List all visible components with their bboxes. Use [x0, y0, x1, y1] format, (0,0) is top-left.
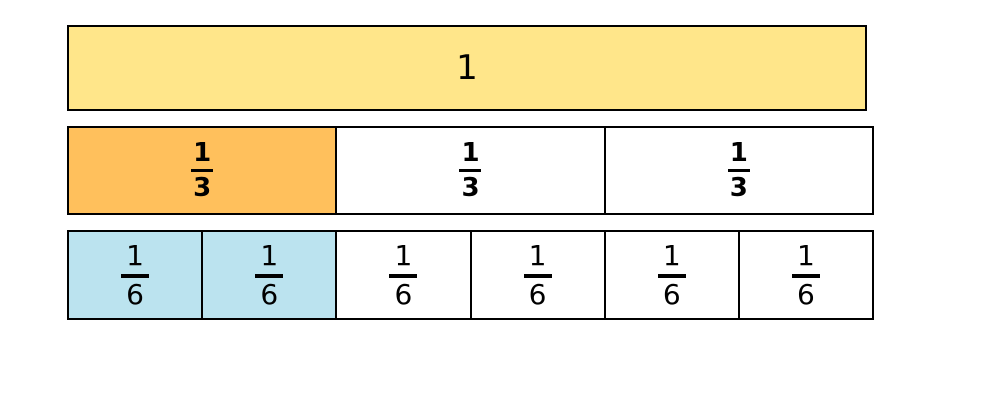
fraction-denominator: 6 — [394, 277, 413, 311]
fraction-denominator: 3 — [729, 173, 748, 203]
fraction-bar — [523, 273, 552, 278]
whole-label: 1 — [456, 48, 478, 88]
third-cell: 1 3 — [69, 128, 336, 213]
third-cell: 1 3 — [603, 128, 872, 213]
sixth-cell: 1 6 — [603, 232, 738, 318]
fraction-numerator: 1 — [797, 238, 815, 272]
fraction-one-third: 1 3 — [459, 138, 482, 203]
fraction-one-sixth: 1 6 — [389, 238, 418, 311]
fraction-numerator: 1 — [662, 238, 681, 272]
sixth-cell: 1 6 — [737, 232, 872, 318]
fraction-bar — [255, 273, 284, 278]
thirds-bar: 1 3 1 3 1 3 — [67, 126, 874, 215]
sixth-cell: 1 6 — [201, 232, 336, 318]
third-cell: 1 3 — [335, 128, 603, 213]
fraction-numerator: 1 — [193, 138, 212, 168]
fraction-bar — [121, 273, 150, 278]
fraction-denominator: 3 — [193, 173, 212, 203]
fraction-bar — [389, 273, 418, 278]
fraction-numerator: 1 — [461, 138, 480, 168]
fraction-one-sixth: 1 6 — [523, 238, 552, 311]
fraction-denominator: 6 — [662, 277, 681, 311]
fraction-one-third: 1 3 — [727, 138, 750, 203]
whole-cell: 1 — [69, 27, 865, 109]
whole-bar: 1 — [67, 25, 867, 111]
sixths-bar: 1 6 1 6 1 6 1 6 1 6 1 — [67, 230, 874, 320]
fraction-bar — [791, 273, 820, 278]
fraction-one-third: 1 3 — [191, 138, 214, 203]
fraction-numerator: 1 — [528, 238, 547, 272]
fraction-denominator: 6 — [260, 277, 279, 311]
sixth-cell: 1 6 — [335, 232, 469, 318]
fraction-numerator: 1 — [729, 138, 748, 168]
fraction-numerator: 1 — [260, 238, 279, 272]
fraction-bar — [727, 169, 750, 172]
fraction-numerator: 1 — [394, 238, 413, 272]
fraction-denominator: 6 — [797, 277, 815, 311]
fraction-one-sixth: 1 6 — [791, 238, 820, 311]
fraction-one-sixth: 1 6 — [255, 238, 284, 311]
fraction-bar — [459, 169, 482, 172]
fraction-one-sixth: 1 6 — [121, 238, 150, 311]
fraction-bar — [191, 169, 214, 172]
fraction-one-sixth: 1 6 — [657, 238, 686, 311]
sixth-cell: 1 6 — [69, 232, 202, 318]
fraction-denominator: 3 — [461, 173, 480, 203]
fraction-denominator: 6 — [126, 277, 144, 311]
sixth-cell: 1 6 — [469, 232, 604, 318]
fraction-bar — [657, 273, 686, 278]
fraction-numerator: 1 — [126, 238, 144, 272]
fraction-denominator: 6 — [528, 277, 547, 311]
